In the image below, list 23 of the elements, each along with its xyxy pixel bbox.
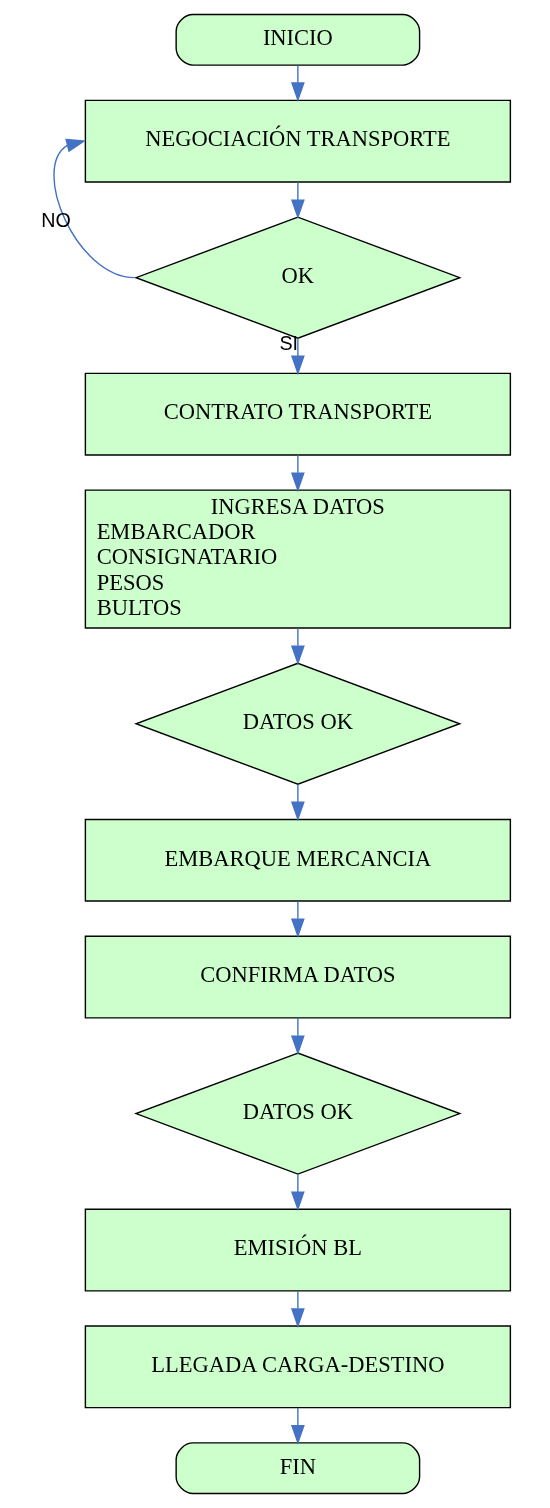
- node-diamond: DATOS OK: [133, 1052, 462, 1175]
- arrow: [52, 138, 135, 279]
- arrow: [290, 1407, 305, 1445]
- node-box: NEGOCIACIÓN TRANSPORTE: [84, 99, 511, 183]
- arrow: [290, 454, 305, 493]
- arrow: [290, 1173, 305, 1212]
- node-box: EMBARQUE MERCANCIA: [84, 818, 511, 902]
- node-box: CONTRATO TRANSPORTE: [84, 372, 511, 456]
- arrow: [290, 181, 305, 220]
- node-box: CONFIRMA DATOS: [84, 935, 511, 1019]
- node-box: INGRESA DATOS EMBARCADOR CONSIGNATARIO PESOS BULTOS: [84, 489, 511, 629]
- arrow: [290, 64, 305, 103]
- node-box: FIN: [174, 1442, 420, 1495]
- arrow: [290, 783, 305, 822]
- arrow: [290, 627, 305, 666]
- arrow: [290, 1290, 305, 1328]
- arrow: [290, 900, 305, 939]
- node-diamond: DATOS OK: [133, 662, 462, 785]
- node-box: EMISIÓN BL: [84, 1208, 511, 1292]
- node-box: LLEGADA CARGA-DESTINO: [84, 1325, 511, 1409]
- node-box: INICIO: [174, 13, 420, 66]
- arrow: [290, 337, 305, 376]
- arrow: [290, 1017, 305, 1056]
